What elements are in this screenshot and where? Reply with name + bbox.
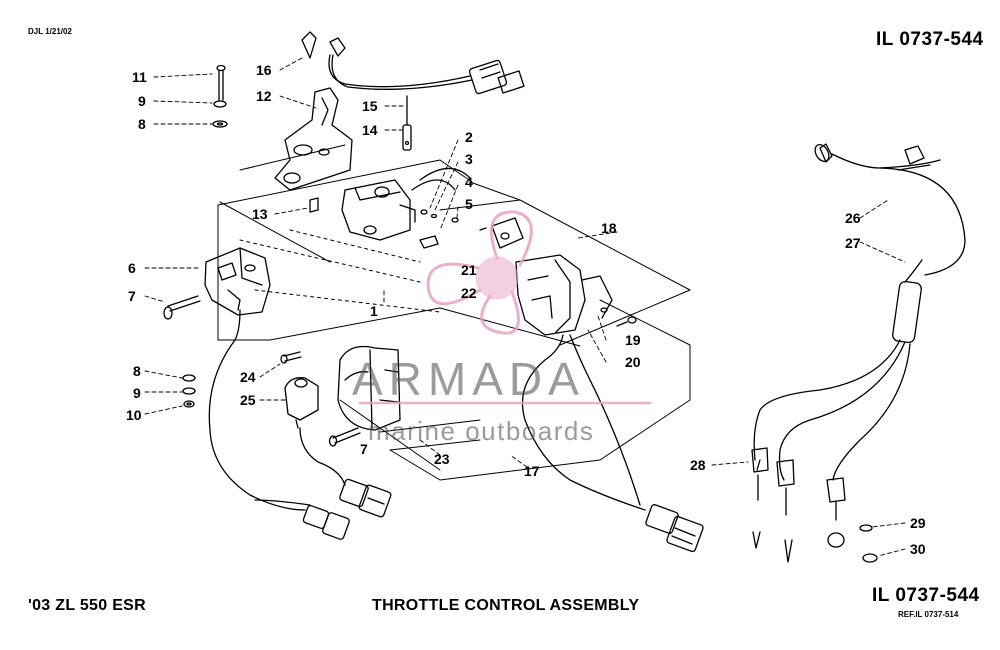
callout-label: 18 <box>601 220 617 236</box>
handle-housing-23-icon <box>337 345 401 431</box>
screw-19-icon <box>616 316 637 327</box>
callout-label: 24 <box>240 369 256 385</box>
outline-top <box>239 144 473 183</box>
callout-label: 25 <box>240 392 256 408</box>
washers-29-30-icon <box>859 524 878 563</box>
outline-23 <box>379 419 481 433</box>
harness-16-icon <box>301 31 525 95</box>
illustration-number-bottom: IL 0737-544 <box>872 585 980 606</box>
callout-label: 22 <box>461 285 477 301</box>
bracket-12-icon <box>274 87 353 191</box>
watermark-brand: ARMADA <box>352 353 585 405</box>
callout-label: 9 <box>138 93 146 109</box>
callout-label: 7 <box>360 441 368 457</box>
callout-label: 27 <box>845 235 861 251</box>
throttle-housing-icon <box>341 167 471 241</box>
callout-label: 1 <box>370 303 378 319</box>
part-25-icon <box>284 377 319 429</box>
callout-label: 30 <box>910 541 926 557</box>
callout-label: 26 <box>845 210 861 226</box>
diagram-title: THROTTLE CONTROL ASSEMBLY <box>372 597 640 614</box>
callout-label: 3 <box>465 151 473 167</box>
callout-label: 4 <box>465 174 473 190</box>
pin-11-icon <box>212 64 228 128</box>
callout-label: 21 <box>461 262 477 278</box>
housing-6-icon <box>204 247 271 316</box>
callout-label: 10 <box>126 407 142 423</box>
callout-label: 8 <box>133 363 141 379</box>
callout-label: 7 <box>128 288 136 304</box>
callout-label: 5 <box>465 196 473 212</box>
callout-label: 9 <box>133 385 141 401</box>
outline-17 <box>339 299 691 481</box>
washers-8-10-icon <box>182 374 196 408</box>
callout-label: 8 <box>138 116 146 132</box>
callout-label: 14 <box>362 122 378 138</box>
harness-17-icon <box>521 334 704 553</box>
leader-lines <box>144 57 906 557</box>
callout-label: 13 <box>252 206 268 222</box>
part-24-icon <box>280 351 302 364</box>
probe-14-icon <box>402 95 412 151</box>
illustration-number-top: IL 0737-544 <box>876 29 984 50</box>
callout-label: 11 <box>132 69 147 85</box>
model-name: '03 ZL 550 ESR <box>28 597 146 614</box>
callout-label: 23 <box>434 451 450 467</box>
callout-label: 19 <box>625 332 641 348</box>
callout-label: 6 <box>128 260 136 276</box>
callout-label: 12 <box>256 88 272 104</box>
callout-label: 16 <box>256 62 272 78</box>
watermark-tagline: marine outboards <box>368 416 595 446</box>
callout-label: 15 <box>362 98 378 114</box>
shaft-1-icon <box>239 229 441 313</box>
callout-label: 29 <box>910 515 926 531</box>
callout-label: 2 <box>465 129 473 145</box>
outline-18 <box>439 181 691 347</box>
harness-26-27-icon <box>751 143 966 563</box>
reference-number: REF.IL 0737-514 <box>898 610 959 619</box>
harness-lower-left-icon <box>208 309 392 540</box>
screw-7-icon <box>163 295 201 320</box>
callout-label: 17 <box>524 463 540 479</box>
switch-housing-18-icon <box>479 217 613 336</box>
screw-7b-icon <box>328 427 361 447</box>
small-parts-2-5-icon <box>419 209 459 249</box>
outline-1 <box>217 159 441 341</box>
date-stamp: DJL 1/21/02 <box>28 27 72 36</box>
callout-label: 28 <box>690 457 706 473</box>
callout-label: 20 <box>625 354 641 370</box>
part-13-icon <box>309 197 319 213</box>
watermark-propeller-icon <box>426 210 533 335</box>
